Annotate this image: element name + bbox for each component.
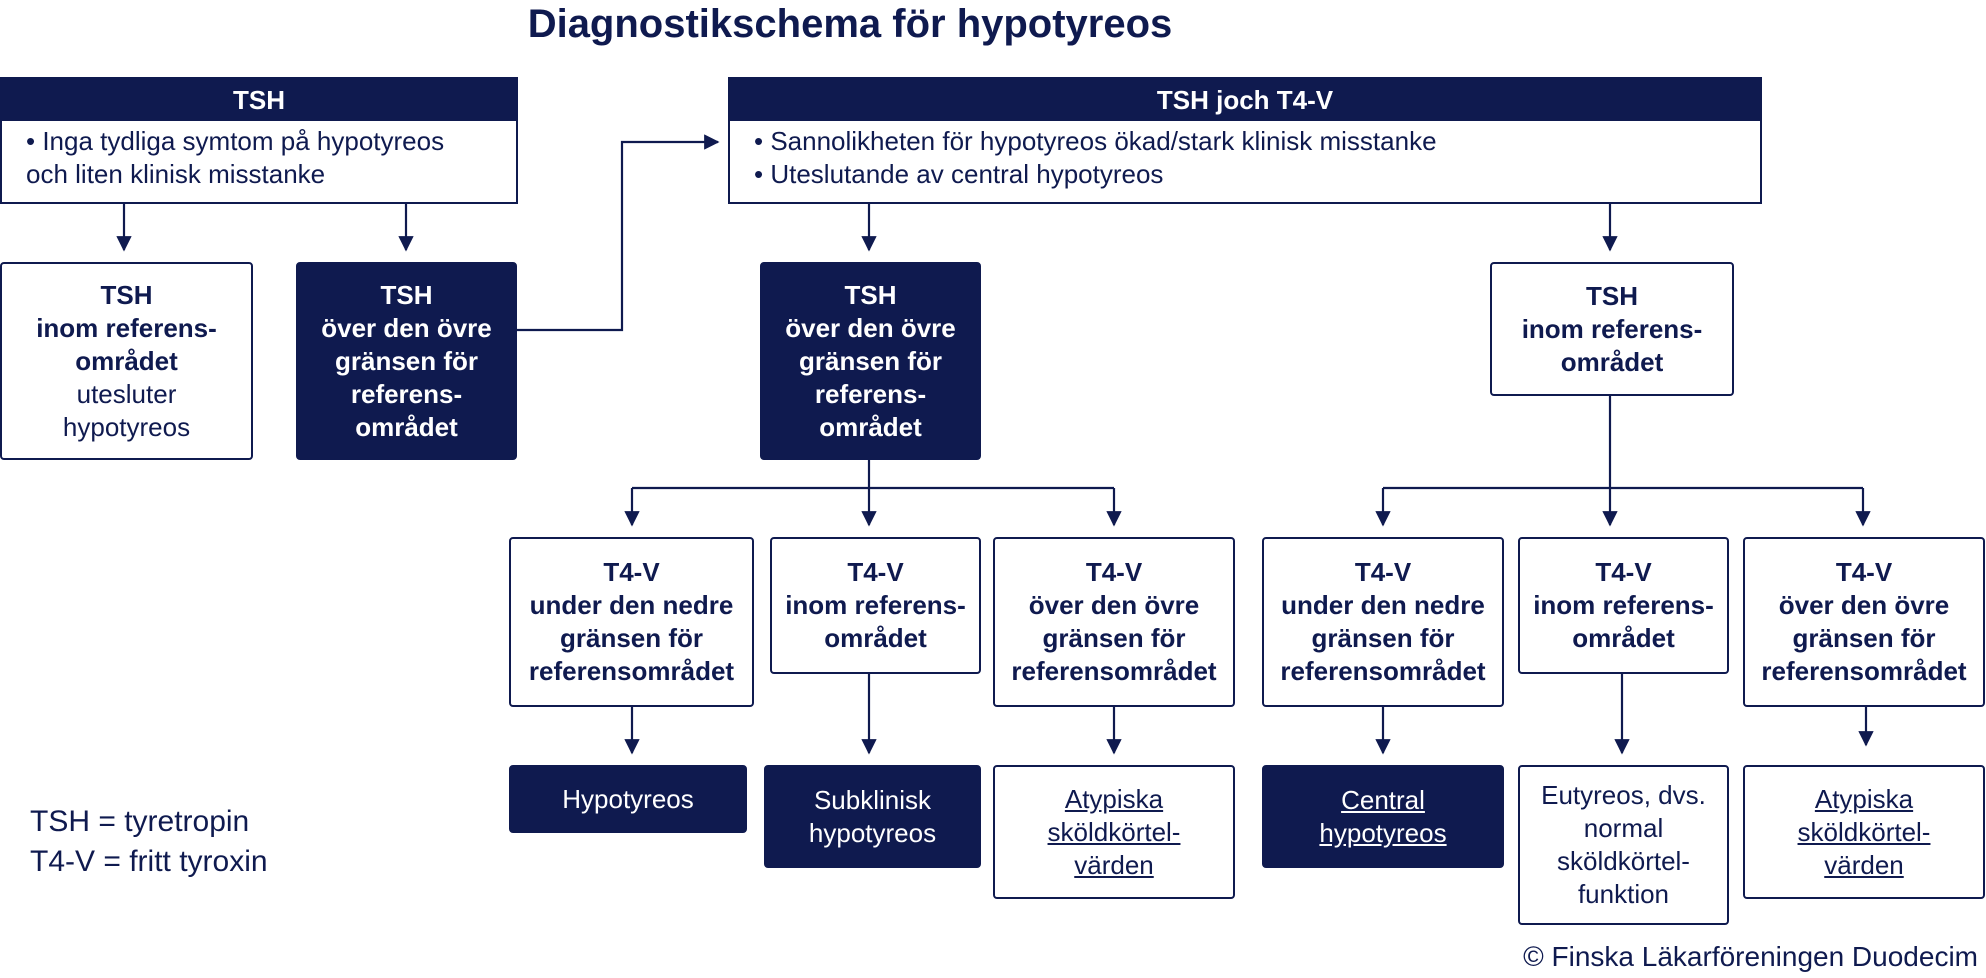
box-line[interactable]: Central bbox=[1341, 784, 1425, 815]
panel-tsh-line: • Inga tydliga symtom på hypotyreos bbox=[26, 126, 445, 156]
box-line: området bbox=[355, 411, 458, 442]
box-t4v-above-upper: T4-V över den övre gränsen för referenso… bbox=[993, 537, 1235, 707]
box-line[interactable]: Atypiska bbox=[1064, 783, 1164, 814]
box-line: TSH bbox=[100, 279, 153, 310]
box-line: T4-V bbox=[603, 557, 660, 587]
box-line: referensområdet bbox=[1761, 656, 1967, 686]
box-line: över den övre bbox=[1028, 590, 1200, 620]
box-line: hypotyreos bbox=[62, 411, 191, 442]
outcome-subclinical-hypothyroidism: Subklinisk hypotyreos bbox=[764, 765, 981, 868]
panel-tsh: TSH • Inga tydliga symtom på hypotyreos … bbox=[0, 77, 518, 204]
box-line: referens- bbox=[814, 378, 927, 409]
box-line: referensområdet bbox=[1011, 656, 1217, 686]
box-t4v-above-upper: T4-V över den övre gränsen för referenso… bbox=[1743, 537, 1985, 707]
box-line: hypotyreos bbox=[808, 817, 937, 848]
box-line: referensområdet bbox=[1280, 656, 1486, 686]
box-line[interactable]: Atypiska bbox=[1814, 783, 1914, 814]
box-line: TSH bbox=[844, 279, 897, 310]
box-line: under den nedre bbox=[1281, 590, 1485, 620]
abbreviation-legend: TSH = tyretropin T4-V = fritt tyroxin bbox=[30, 802, 268, 882]
box-line: gränsen för bbox=[798, 345, 943, 376]
box-line[interactable]: hypotyreos bbox=[1319, 817, 1447, 848]
copyright-notice: © Finska Läkarföreningen Duodecim bbox=[1523, 941, 1978, 972]
outcome-atypical-values-link[interactable]: Atypiska sköldkörtel- värden bbox=[1743, 765, 1985, 899]
box-line: utesluter bbox=[76, 378, 177, 409]
box-line[interactable]: sköldkörtel- bbox=[1797, 816, 1931, 847]
box-line: funktion bbox=[1577, 879, 1670, 909]
panel-tsh-t4v-body: • Sannolikheten för hypotyreos ökad/star… bbox=[730, 121, 1760, 195]
panel-tsh-line: och liten klinisk misstanke bbox=[26, 159, 326, 189]
panel-tsh-t4v-line: • Sannolikheten för hypotyreos ökad/star… bbox=[754, 126, 1437, 156]
box-line: T4-V bbox=[847, 557, 904, 587]
box-line: under den nedre bbox=[529, 590, 734, 620]
box-t4v-below-lower: T4-V under den nedre gränsen för referen… bbox=[509, 537, 754, 707]
box-line: gränsen för bbox=[1042, 623, 1186, 653]
outcome-atypical-values-link[interactable]: Atypiska sköldkörtel- värden bbox=[993, 765, 1235, 899]
box-line: T4-V bbox=[1835, 557, 1893, 587]
box-line: inom referens- bbox=[36, 312, 217, 343]
box-t4v-below-lower: T4-V under den nedre gränsen för referen… bbox=[1262, 537, 1504, 707]
box-line: Subklinisk bbox=[813, 784, 932, 815]
box-line: T4-V bbox=[1354, 557, 1412, 587]
box-t4v-within-range: T4-V inom referens- området bbox=[1518, 537, 1729, 674]
arrow-tsh-high-to-panel-right bbox=[517, 134, 720, 332]
box-line[interactable]: sköldkörtel- bbox=[1047, 816, 1181, 847]
box-line: gränsen för bbox=[1311, 623, 1455, 653]
box-line: området bbox=[819, 411, 922, 442]
panel-tsh-body: • Inga tydliga symtom på hypotyreos och … bbox=[2, 121, 516, 195]
box-line: gränsen för bbox=[334, 345, 479, 376]
box-line: T4-V bbox=[1085, 557, 1143, 587]
box-t4v-within-range: T4-V inom referens- området bbox=[770, 537, 981, 674]
box-line: området bbox=[75, 345, 178, 376]
box-line[interactable]: värden bbox=[1074, 849, 1154, 880]
panel-tsh-t4v: TSH joch T4-V • Sannolikheten för hypoty… bbox=[728, 77, 1762, 204]
box-line: sköldkörtel- bbox=[1557, 846, 1690, 876]
box-line: T4-V bbox=[1595, 557, 1652, 587]
box-line: normal bbox=[1583, 813, 1664, 843]
panel-tsh-header: TSH bbox=[2, 79, 516, 121]
legend-line: T4-V = fritt tyroxin bbox=[30, 845, 268, 878]
box-line: inom referens- bbox=[1533, 590, 1714, 620]
legend-line: TSH = tyretropin bbox=[30, 805, 250, 838]
box-tsh-normal-rules-out: TSH inom referens- området utesluter hyp… bbox=[0, 262, 253, 460]
box-line: gränsen för bbox=[559, 623, 704, 653]
box-line: över den övre bbox=[321, 312, 492, 343]
box-tsh-high-left: TSH över den övre gränsen för referens- … bbox=[296, 262, 517, 460]
outcome-hypothyroidism: Hypotyreos bbox=[509, 765, 747, 833]
page-title: Diagnostikschema för hypotyreos bbox=[527, 2, 1173, 46]
box-line: gränsen för bbox=[1792, 623, 1936, 653]
box-line[interactable]: värden bbox=[1824, 849, 1904, 880]
box-tsh-normal-right: TSH inom referens- området bbox=[1490, 262, 1734, 396]
box-line: över den övre bbox=[785, 312, 956, 343]
box-line: över den övre bbox=[1778, 590, 1950, 620]
box-line: området bbox=[1572, 623, 1675, 653]
box-line: inom referens- bbox=[785, 590, 966, 620]
panel-tsh-t4v-header: TSH joch T4-V bbox=[730, 79, 1760, 121]
box-line: TSH bbox=[1586, 280, 1638, 311]
outcome-euthyroidism: Eutyreos, dvs. normal sköldkörtel- funkt… bbox=[1518, 765, 1729, 925]
box-line: referens- bbox=[350, 378, 463, 409]
box-tsh-high-mid: TSH över den övre gränsen för referens- … bbox=[760, 262, 981, 460]
box-line: området bbox=[824, 623, 927, 653]
box-line: området bbox=[1560, 346, 1664, 377]
panel-tsh-t4v-line: • Uteslutande av central hypotyreos bbox=[754, 159, 1164, 189]
box-line: inom referens- bbox=[1521, 313, 1703, 344]
box-line: Eutyreos, dvs. bbox=[1541, 780, 1706, 810]
box-line: referensområdet bbox=[528, 656, 735, 686]
box-line: Hypotyreos bbox=[562, 783, 694, 814]
outcome-central-hypothyroidism-link[interactable]: Central hypotyreos bbox=[1262, 765, 1504, 868]
box-line: TSH bbox=[380, 279, 433, 310]
